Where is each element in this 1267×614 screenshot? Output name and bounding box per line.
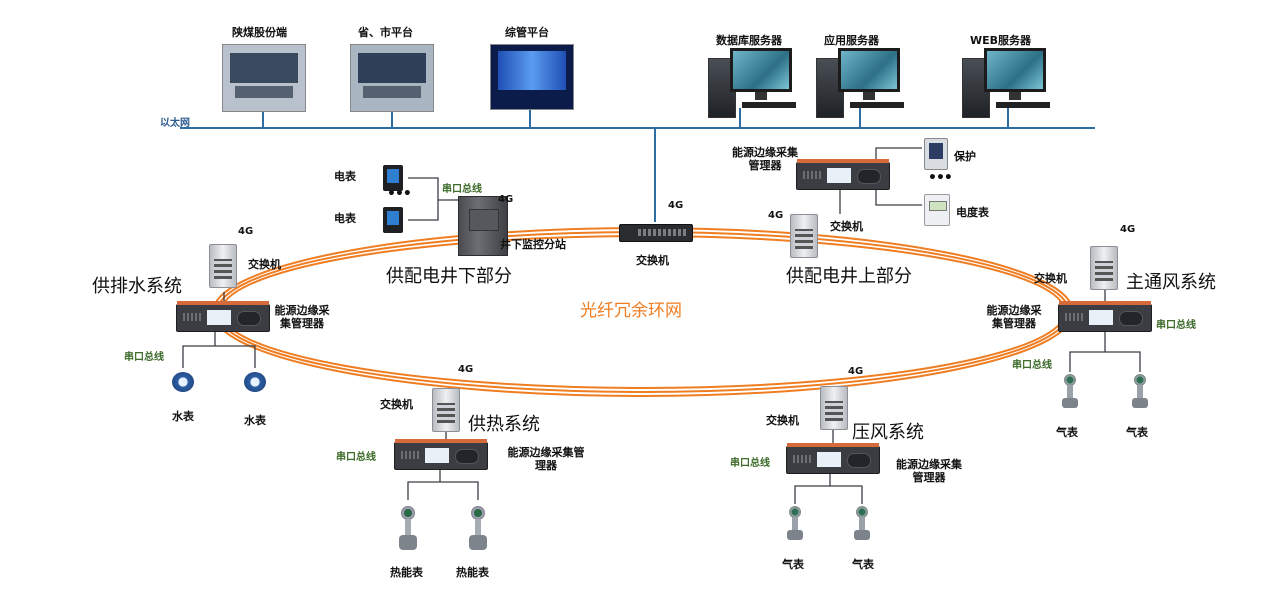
heat-meter-label: 热能表 bbox=[456, 566, 489, 579]
gas-meter-label: 气表 bbox=[852, 558, 874, 571]
serial-bus-label: 串口总线 bbox=[1012, 360, 1052, 371]
serial-bus-label: 串口总线 bbox=[442, 184, 482, 195]
surface-switch-icon bbox=[790, 214, 818, 258]
compressed-gateway-label: 能源边缘采集管理器 bbox=[896, 458, 962, 484]
protection-device-icon bbox=[924, 138, 948, 170]
surface-gateway-label: 能源边缘采集管理器 bbox=[732, 146, 798, 172]
surface-switch-label: 交换机 bbox=[830, 220, 863, 233]
compressed-switch-label: 交换机 bbox=[766, 414, 799, 427]
core-switch-label: 交换机 bbox=[636, 254, 669, 267]
compressed-gateway-icon bbox=[786, 443, 880, 474]
water-meter-label: 水表 bbox=[172, 410, 194, 423]
bus-underground bbox=[408, 177, 439, 221]
more-dots-icon: ••• bbox=[387, 186, 412, 202]
server-label-web: WEB服务器 bbox=[970, 34, 1032, 47]
energy-meter-label: 电度表 bbox=[956, 206, 989, 219]
compressed-switch-icon bbox=[820, 386, 848, 430]
signal-4g-label: 4G bbox=[498, 194, 514, 205]
power-meter-label: 电表 bbox=[334, 212, 356, 225]
serial-bus-label: 串口总线 bbox=[730, 458, 770, 469]
underground-power-title: 供配电井下部分 bbox=[386, 266, 512, 287]
heating-title: 供热系统 bbox=[468, 414, 540, 435]
drainage-gateway-icon bbox=[176, 301, 270, 332]
signal-4g-label: 4G bbox=[1120, 224, 1136, 235]
serial-bus-label: 串口总线 bbox=[1156, 320, 1196, 331]
drainage-title: 供排水系统 bbox=[92, 276, 182, 297]
water-meter-icon bbox=[172, 372, 194, 392]
gas-meter-label: 气表 bbox=[1126, 426, 1148, 439]
drainage-switch-icon bbox=[209, 244, 237, 288]
power-meter-icon bbox=[383, 165, 403, 191]
core-switch-icon bbox=[619, 224, 693, 242]
energy-meter-icon bbox=[924, 194, 950, 226]
heat-meter-label: 热能表 bbox=[390, 566, 423, 579]
site-label-shaanxi-coal: 陕煤股份端 bbox=[232, 26, 287, 39]
ventilation-gateway-label: 能源边缘采集管理器 bbox=[986, 304, 1042, 330]
power-meter-label: 电表 bbox=[334, 170, 356, 183]
ventilation-switch-icon bbox=[1090, 246, 1118, 290]
bus-surface bbox=[875, 147, 922, 162]
site-label-province-city: 省、市平台 bbox=[358, 26, 413, 39]
more-dots-icon: ••• bbox=[928, 170, 953, 186]
control-room-image bbox=[350, 44, 434, 112]
compressed-air-title: 压风系统 bbox=[852, 422, 924, 443]
serial-bus-label: 串口总线 bbox=[124, 352, 164, 363]
signal-4g-label: 4G bbox=[848, 366, 864, 377]
ventilation-title: 主通风系统 bbox=[1126, 272, 1216, 293]
heating-switch-icon bbox=[432, 388, 460, 432]
site-label-integrated-platform: 综管平台 bbox=[505, 26, 549, 39]
signal-4g-label: 4G bbox=[238, 226, 254, 237]
gas-meter-label: 气表 bbox=[1056, 426, 1078, 439]
gas-meter-icon bbox=[787, 506, 803, 540]
gas-meter-icon bbox=[854, 506, 870, 540]
surface-power-title: 供配电井上部分 bbox=[786, 266, 912, 287]
heat-meter-icon bbox=[469, 506, 487, 550]
water-meter-icon bbox=[244, 372, 266, 392]
control-room-image bbox=[490, 44, 574, 110]
server-label-application: 应用服务器 bbox=[824, 34, 879, 47]
fiber-ring-label: 光纤冗余环网 bbox=[580, 301, 682, 321]
signal-4g-label: 4G bbox=[668, 200, 684, 211]
heating-gateway-icon bbox=[394, 439, 488, 470]
underground-station-icon bbox=[458, 196, 508, 256]
gas-meter-label: 气表 bbox=[782, 558, 804, 571]
power-meter-icon bbox=[383, 207, 403, 233]
control-room-image bbox=[222, 44, 306, 112]
drainage-switch-label: 交换机 bbox=[248, 258, 281, 271]
water-meter-label: 水表 bbox=[244, 414, 266, 427]
ventilation-gateway-icon bbox=[1058, 301, 1152, 332]
surface-gateway-icon bbox=[796, 159, 890, 190]
signal-4g-label: 4G bbox=[458, 364, 474, 375]
gas-meter-icon bbox=[1132, 374, 1148, 408]
gas-meter-icon bbox=[1062, 374, 1078, 408]
signal-4g-label: 4G bbox=[768, 210, 784, 221]
drainage-gateway-label: 能源边缘采集管理器 bbox=[274, 304, 330, 330]
heating-gateway-label: 能源边缘采集管理器 bbox=[507, 446, 585, 472]
server-label-database: 数据库服务器 bbox=[716, 34, 782, 47]
protection-label: 保护 bbox=[954, 150, 976, 163]
heat-meter-icon bbox=[399, 506, 417, 550]
heating-switch-label: 交换机 bbox=[380, 398, 413, 411]
underground-station-label: 井下监控分站 bbox=[500, 238, 566, 251]
ethernet-label: 以太网 bbox=[160, 118, 190, 129]
serial-bus-label: 串口总线 bbox=[336, 452, 376, 463]
ventilation-switch-label: 交换机 bbox=[1034, 272, 1067, 285]
